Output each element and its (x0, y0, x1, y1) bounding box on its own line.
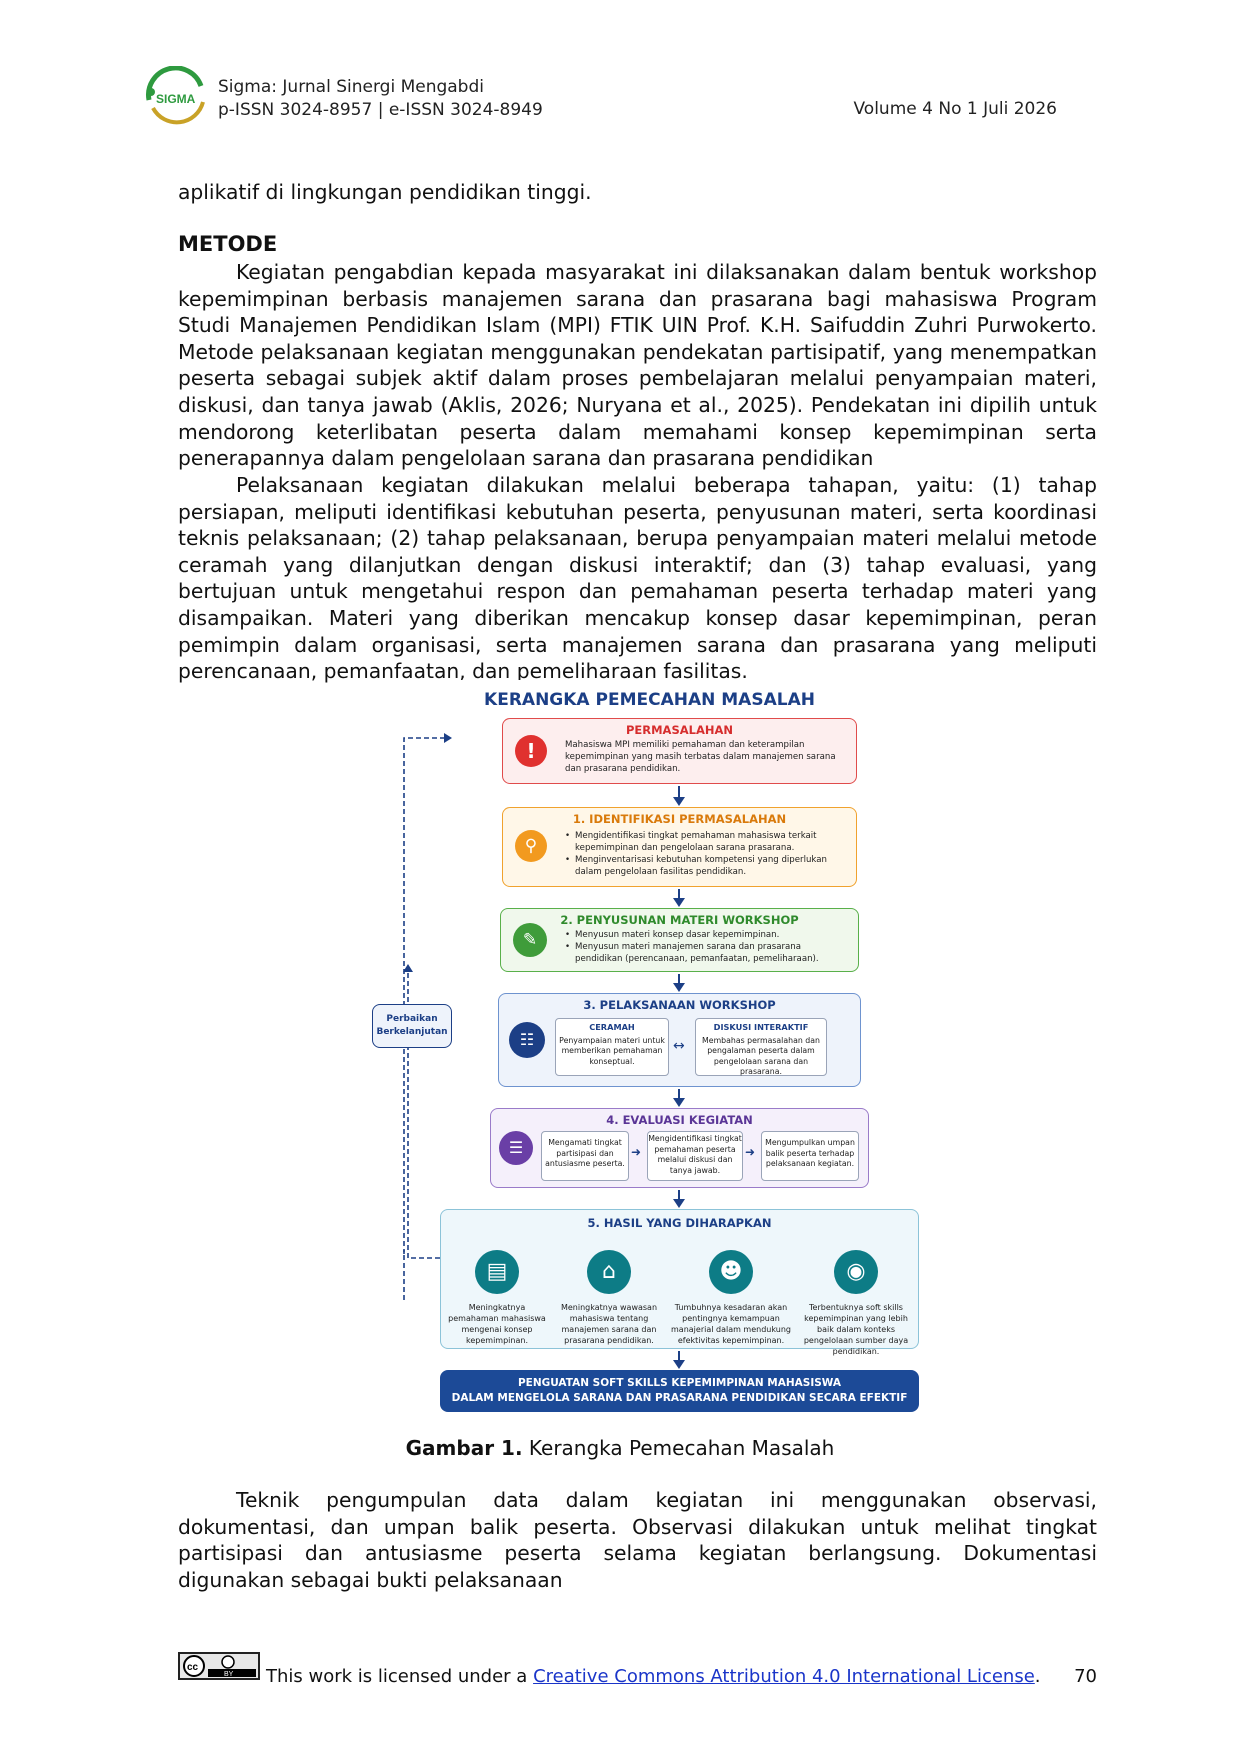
outcome-line-1: PENGUATAN SOFT SKILLS KEPEMIMPINAN MAHAS… (517, 1377, 842, 1389)
paragraph-3: Teknik pengumpulan data dalam kegiatan i… (178, 1488, 1097, 1592)
step2-list: Menyusun materi konsep dasar kepemimpina… (565, 929, 845, 965)
alert-icon: ! (515, 735, 547, 767)
logo-text: SIGMA (156, 92, 196, 106)
hasil-text: Terbentuknya soft skills kepemimpinan ya… (803, 1303, 909, 1356)
step3-title: 3. PELAKSANAAN WORKSHOP (583, 998, 776, 1012)
feedback-label-1: Perbaikan (386, 1014, 438, 1024)
person-growth-icon: ☻ (709, 1250, 753, 1294)
step1-title: 1. IDENTIFIKASI PERMASALAHAN (572, 812, 787, 826)
evaluation-item: Mengumpulkan umpan balik peserta terhada… (761, 1131, 859, 1181)
caption-label: Gambar 1. (405, 1436, 523, 1460)
hasil-item: ◉ Terbentuknya soft skills kepemimpinan … (801, 1250, 911, 1357)
permasalahan-title: PERMASALAHAN (625, 723, 734, 737)
outcome-banner: PENGUATAN SOFT SKILLS KEPEMIMPINAN MAHAS… (440, 1370, 919, 1412)
page-number: 70 (1074, 1666, 1097, 1687)
arrow-down (673, 889, 685, 907)
step1-item: Mengidentifikasi tingkat pemahaman mahas… (565, 830, 845, 854)
permasalahan-box: ! PERMASALAHAN Mahasiswa MPI memiliki pe… (502, 718, 857, 784)
hasil-item: ⌂ Meningkatnya wawasan mahasiswa tentang… (559, 1250, 659, 1346)
license-prefix: This work is licensed under a (266, 1666, 534, 1687)
journal-logo: SIGMA (143, 65, 209, 126)
journal-volume: Volume 4 No 1 Juli 2026 (853, 99, 1058, 119)
hasil-item: ▤ Meningkatnya pemahaman mahasiswa menge… (447, 1250, 547, 1346)
step3-box: ☷ 3. PELAKSANAAN WORKSHOP CERAMAH Penyam… (498, 993, 861, 1087)
team-icon: ◉ (834, 1250, 878, 1294)
caption-text: Kerangka Pemecahan Masalah (522, 1436, 835, 1460)
step1-item: Menginventarisasi kebutuhan kompetensi y… (565, 854, 845, 878)
hasil-text: Meningkatnya wawasan mahasiswa tentang m… (560, 1303, 658, 1345)
feedback-label-2: Berkelanjutan (376, 1027, 448, 1037)
step4-box: ☰ 4. EVALUASI KEGIATAN Mengamati tingkat… (490, 1108, 869, 1188)
step1-box: ⚲ 1. IDENTIFIKASI PERMASALAHAN Mengident… (502, 807, 857, 887)
evaluation-item: Mengamati tingkat partisipasi dan antusi… (541, 1131, 629, 1181)
permasalahan-text: Mahasiswa MPI memiliki pemahaman dan ket… (565, 740, 836, 774)
step2-title: 2. PENYUSUNAN MATERI WORKSHOP (560, 913, 799, 927)
feedback-loop-lines (403, 733, 452, 1300)
step2-box: ✎ 2. PENYUSUNAN MATERI WORKSHOP Menyusun… (500, 908, 859, 972)
hasil-text: Tumbuhnya kesadaran akan pentingnya kema… (671, 1303, 791, 1345)
step5-box: 5. HASIL YANG DIHARAPKAN ▤ Meningkatnya … (440, 1209, 919, 1356)
building-icon: ⌂ (587, 1250, 631, 1294)
arrow-right-icon: ➜ (631, 1145, 642, 1159)
arrow-down (673, 974, 685, 992)
step2-item: Menyusun materi manajemen sarana dan pra… (565, 941, 845, 965)
search-icon: ⚲ (515, 830, 547, 862)
journal-name: Sigma: Jurnal Sinergi Mengabdi (218, 77, 484, 97)
figure-title: KERANGKA PEMECAHAN MASALAH (484, 690, 815, 710)
paragraph-intro-end: aplikatif di lingkungan pendidikan tingg… (178, 180, 592, 204)
outcome-line-2: DALAM MENGELOLA SARANA DAN PRASARANA PEN… (451, 1392, 908, 1404)
license-text: This work is licensed under a Creative C… (266, 1666, 1041, 1687)
step1-list: Mengidentifikasi tingkat pemahaman mahas… (565, 830, 845, 878)
paragraph-2: Pelaksanaan kegiatan dilakukan melalui b… (178, 473, 1097, 684)
step4-title: 4. EVALUASI KEGIATAN (606, 1113, 753, 1127)
document-edit-icon: ✎ (513, 923, 547, 957)
arrow-down (673, 786, 685, 806)
hasil-item: ☻ Tumbuhnya kesadaran akan pentingnya ke… (671, 1250, 791, 1346)
arrow-right-icon: ➜ (745, 1145, 756, 1159)
cc-by-badge: cc BY (178, 1652, 260, 1680)
ceramah-title: CERAMAH (589, 1022, 635, 1032)
step5-title: 5. HASIL YANG DIHARAPKAN (587, 1216, 772, 1230)
book-icon: ▤ (475, 1250, 519, 1294)
ceramah-box: CERAMAH Penyampaian materi untuk memberi… (555, 1018, 669, 1076)
diskusi-text: Membahas permasalahan dan pengalaman pes… (702, 1035, 820, 1077)
section-heading: METODE (178, 232, 278, 256)
diskusi-title: DISKUSI INTERAKTIF (713, 1022, 809, 1032)
presentation-icon: ☷ (509, 1022, 545, 1058)
hasil-text: Meningkatnya pemahaman mahasiswa mengena… (448, 1303, 546, 1345)
journal-header: Sigma: Jurnal Sinergi Mengabdi p-ISSN 30… (218, 76, 543, 122)
feedback-box: Perbaikan Berkelanjutan (372, 1004, 452, 1048)
ceramah-text: Penyampaian materi untuk memberikan pema… (559, 1035, 665, 1066)
arrow-down (673, 1190, 685, 1208)
bidirectional-arrow-icon: ↔ (673, 1038, 685, 1054)
figure-caption: Gambar 1. Kerangka Pemecahan Masalah (0, 1436, 1240, 1460)
checklist-icon: ☰ (499, 1131, 533, 1165)
framework-figure: KERANGKA PEMECAHAN MASALAH Perbaikan Ber… (372, 680, 927, 1420)
paragraph-1: Kegiatan pengabdian kepada masyarakat in… (178, 260, 1097, 471)
cc-by-label: BY (224, 1671, 234, 1678)
journal-issn: p-ISSN 3024-8957 | e-ISSN 3024-8949 (218, 100, 543, 120)
diskusi-box: DISKUSI INTERAKTIF Membahas permasalahan… (695, 1018, 827, 1076)
svg-text:cc: cc (187, 1662, 199, 1673)
license-link[interactable]: Creative Commons Attribution 4.0 Interna… (533, 1666, 1035, 1687)
permasalahan-text-wrap: Mahasiswa MPI memiliki pemahaman dan ket… (565, 739, 845, 775)
arrow-down (673, 1351, 685, 1369)
license-suffix: . (1034, 1666, 1041, 1687)
arrow-down (673, 1089, 685, 1107)
evaluation-item: Mengidentifikasi tingkat pemahaman peser… (647, 1131, 743, 1181)
step2-item: Menyusun materi konsep dasar kepemimpina… (565, 929, 845, 941)
